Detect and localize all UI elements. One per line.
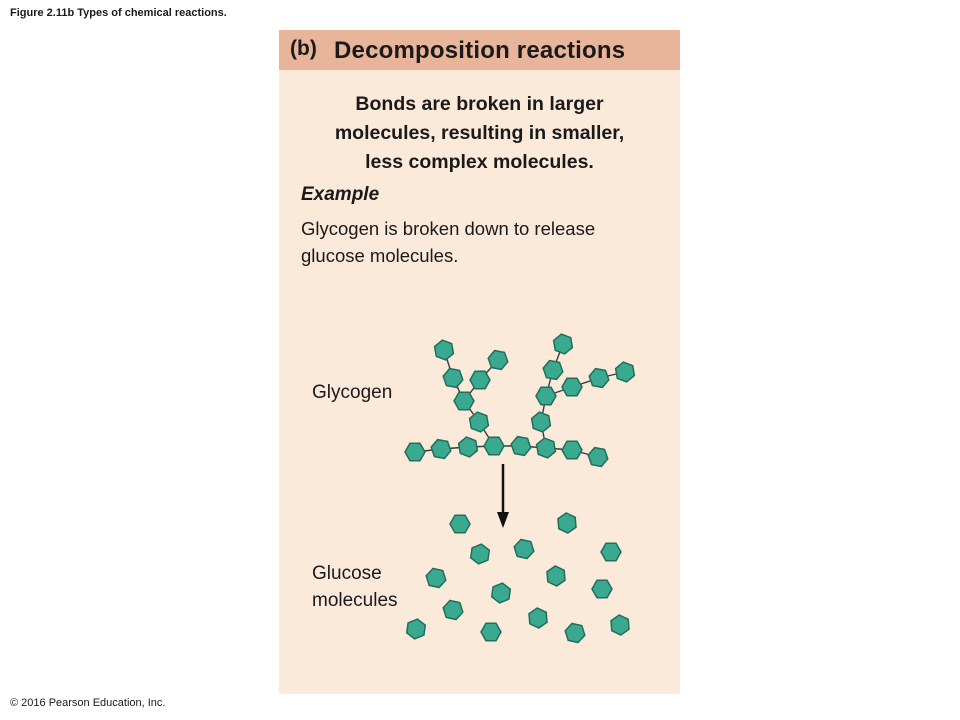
hexagon-icon xyxy=(552,333,574,355)
summary-line: less complex molecules. xyxy=(365,151,594,173)
glycogen-label: Glycogen xyxy=(312,382,393,403)
decomposition-panel: (b) Decomposition reactions Bonds are br… xyxy=(279,30,680,694)
example-text: Glycogen is broken down to release gluco… xyxy=(301,215,671,269)
hexagon-icon xyxy=(430,438,452,460)
glucose-label-line: Glucose xyxy=(312,563,382,584)
hexagon-icon xyxy=(468,411,490,433)
hexagon-icon xyxy=(591,579,613,599)
hexagon-icon xyxy=(542,359,564,381)
summary-text: Bonds are broken in larger molecules, re… xyxy=(279,90,680,177)
panel-letter: (b) xyxy=(290,37,317,60)
glycogen-molecule xyxy=(404,333,636,468)
hexagon-icon xyxy=(564,622,586,644)
summary-line: Bonds are broken in larger xyxy=(355,93,604,115)
hexagon-icon xyxy=(528,607,548,629)
figure-caption: Figure 2.11b Types of chemical reactions… xyxy=(10,7,227,19)
hexagon-icon xyxy=(433,339,455,361)
glucose-label-line: molecules xyxy=(312,590,398,611)
hexagon-icon xyxy=(587,446,609,468)
copyright-notice: © 2016 Pearson Education, Inc. xyxy=(10,697,166,709)
example-label: Example xyxy=(301,184,380,205)
hexagon-icon xyxy=(457,436,479,458)
summary-line: molecules, resulting in smaller, xyxy=(334,122,625,144)
hexagon-icon xyxy=(600,542,622,562)
hexagon-icon xyxy=(530,411,552,433)
panel-header: (b) Decomposition reactions xyxy=(279,30,680,70)
hexagon-icon xyxy=(404,442,426,462)
hexagon-icon xyxy=(442,599,464,621)
hexagon-icon xyxy=(483,436,505,456)
hexagon-icon xyxy=(425,567,447,589)
hexagon-icon xyxy=(469,543,491,565)
hexagon-icon xyxy=(405,618,427,640)
hexagon-icon xyxy=(610,614,630,636)
hexagon-icon xyxy=(561,377,583,397)
hexagon-icon xyxy=(513,538,535,560)
hexagon-icon xyxy=(535,437,557,459)
hexagon-icon xyxy=(614,361,636,383)
hexagon-icon xyxy=(490,582,512,604)
glucose-molecules xyxy=(405,512,630,644)
panel-title: Decomposition reactions xyxy=(334,37,626,64)
glucose-label: Glucose molecules xyxy=(312,560,432,614)
example-line: glucose molecules. xyxy=(301,245,459,266)
hexagon-icon xyxy=(557,512,577,534)
hexagon-icon xyxy=(535,386,557,406)
hexagon-icon xyxy=(469,370,491,390)
hexagon-icon xyxy=(546,565,566,587)
hexagon-icon xyxy=(453,391,475,411)
decomposition-diagram xyxy=(404,333,636,644)
hexagon-icon xyxy=(561,440,583,460)
hexagon-icon xyxy=(480,622,502,642)
example-line: Glycogen is broken down to release xyxy=(301,218,596,239)
arrow-down-icon xyxy=(497,464,509,528)
hexagon-icon xyxy=(588,367,610,389)
hexagon-icon xyxy=(510,435,532,457)
hexagon-icon xyxy=(449,514,471,534)
hexagon-icon xyxy=(487,349,509,371)
hexagon-icon xyxy=(442,367,464,389)
